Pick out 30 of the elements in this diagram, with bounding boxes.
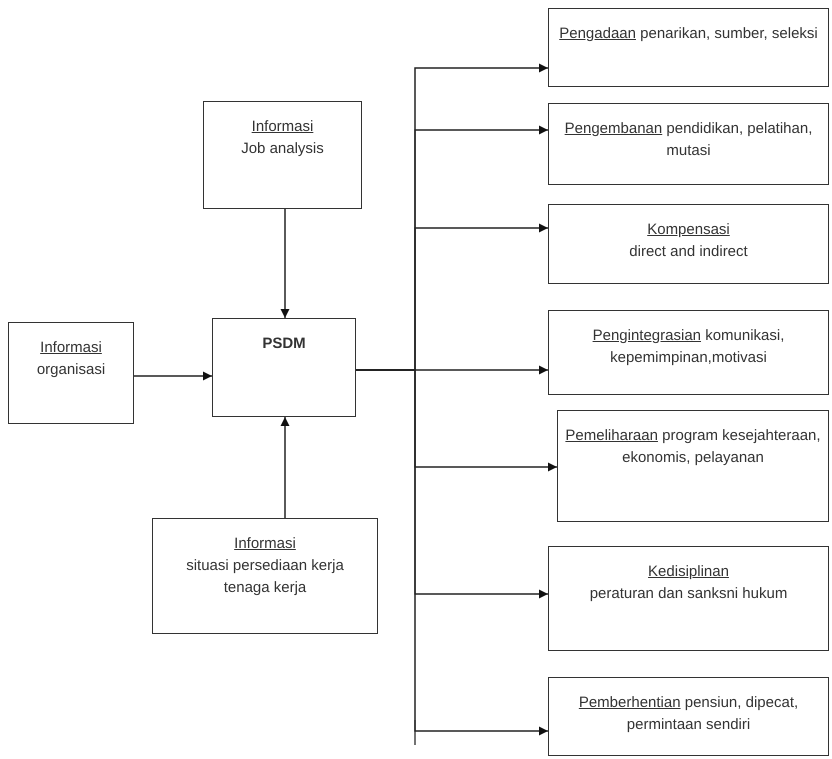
box-text: Job analysis (240, 139, 325, 159)
process-box (203, 101, 362, 209)
box-text: organisasi (36, 360, 106, 380)
process-box (548, 8, 829, 87)
process-box (557, 410, 829, 522)
box-heading: Informasi (250, 117, 314, 137)
box-text: Pemeliharaan program kesejahteraan, ekonomis, pelayanan (564, 426, 822, 468)
process-box (548, 204, 829, 284)
process-box (152, 518, 378, 634)
box-text: Pemberhentian pensiun, dipecat, permintaan sendiri (578, 693, 800, 735)
process-box (8, 322, 134, 424)
box-text: situasi persediaan kerja tenaga kerja (185, 556, 345, 598)
box-text: Pengadaan penarikan, sumber, seleksi (558, 24, 819, 44)
box-text: Pengembanan pendidikan, pelatihan, mutasi (564, 119, 814, 161)
box-text: peraturan dan sanksni hukum (588, 584, 788, 604)
box-text: direct and indirect (628, 242, 749, 262)
arrow (280, 209, 290, 318)
box-text: Pengintegrasian komunikasi, kepemimpinan,motivasi (592, 326, 786, 368)
box-heading: Informasi (39, 338, 103, 358)
arrow (134, 372, 212, 380)
process-box (548, 546, 829, 651)
arrow (280, 417, 290, 518)
box-heading: Kedisiplinan (647, 562, 730, 582)
process-box (548, 103, 829, 185)
box-heading: Informasi (233, 534, 297, 554)
box-heading: PSDM (261, 334, 307, 354)
process-box (548, 677, 829, 756)
box-heading: Kompensasi (646, 220, 731, 240)
process-box (212, 318, 356, 417)
process-box (548, 310, 829, 395)
